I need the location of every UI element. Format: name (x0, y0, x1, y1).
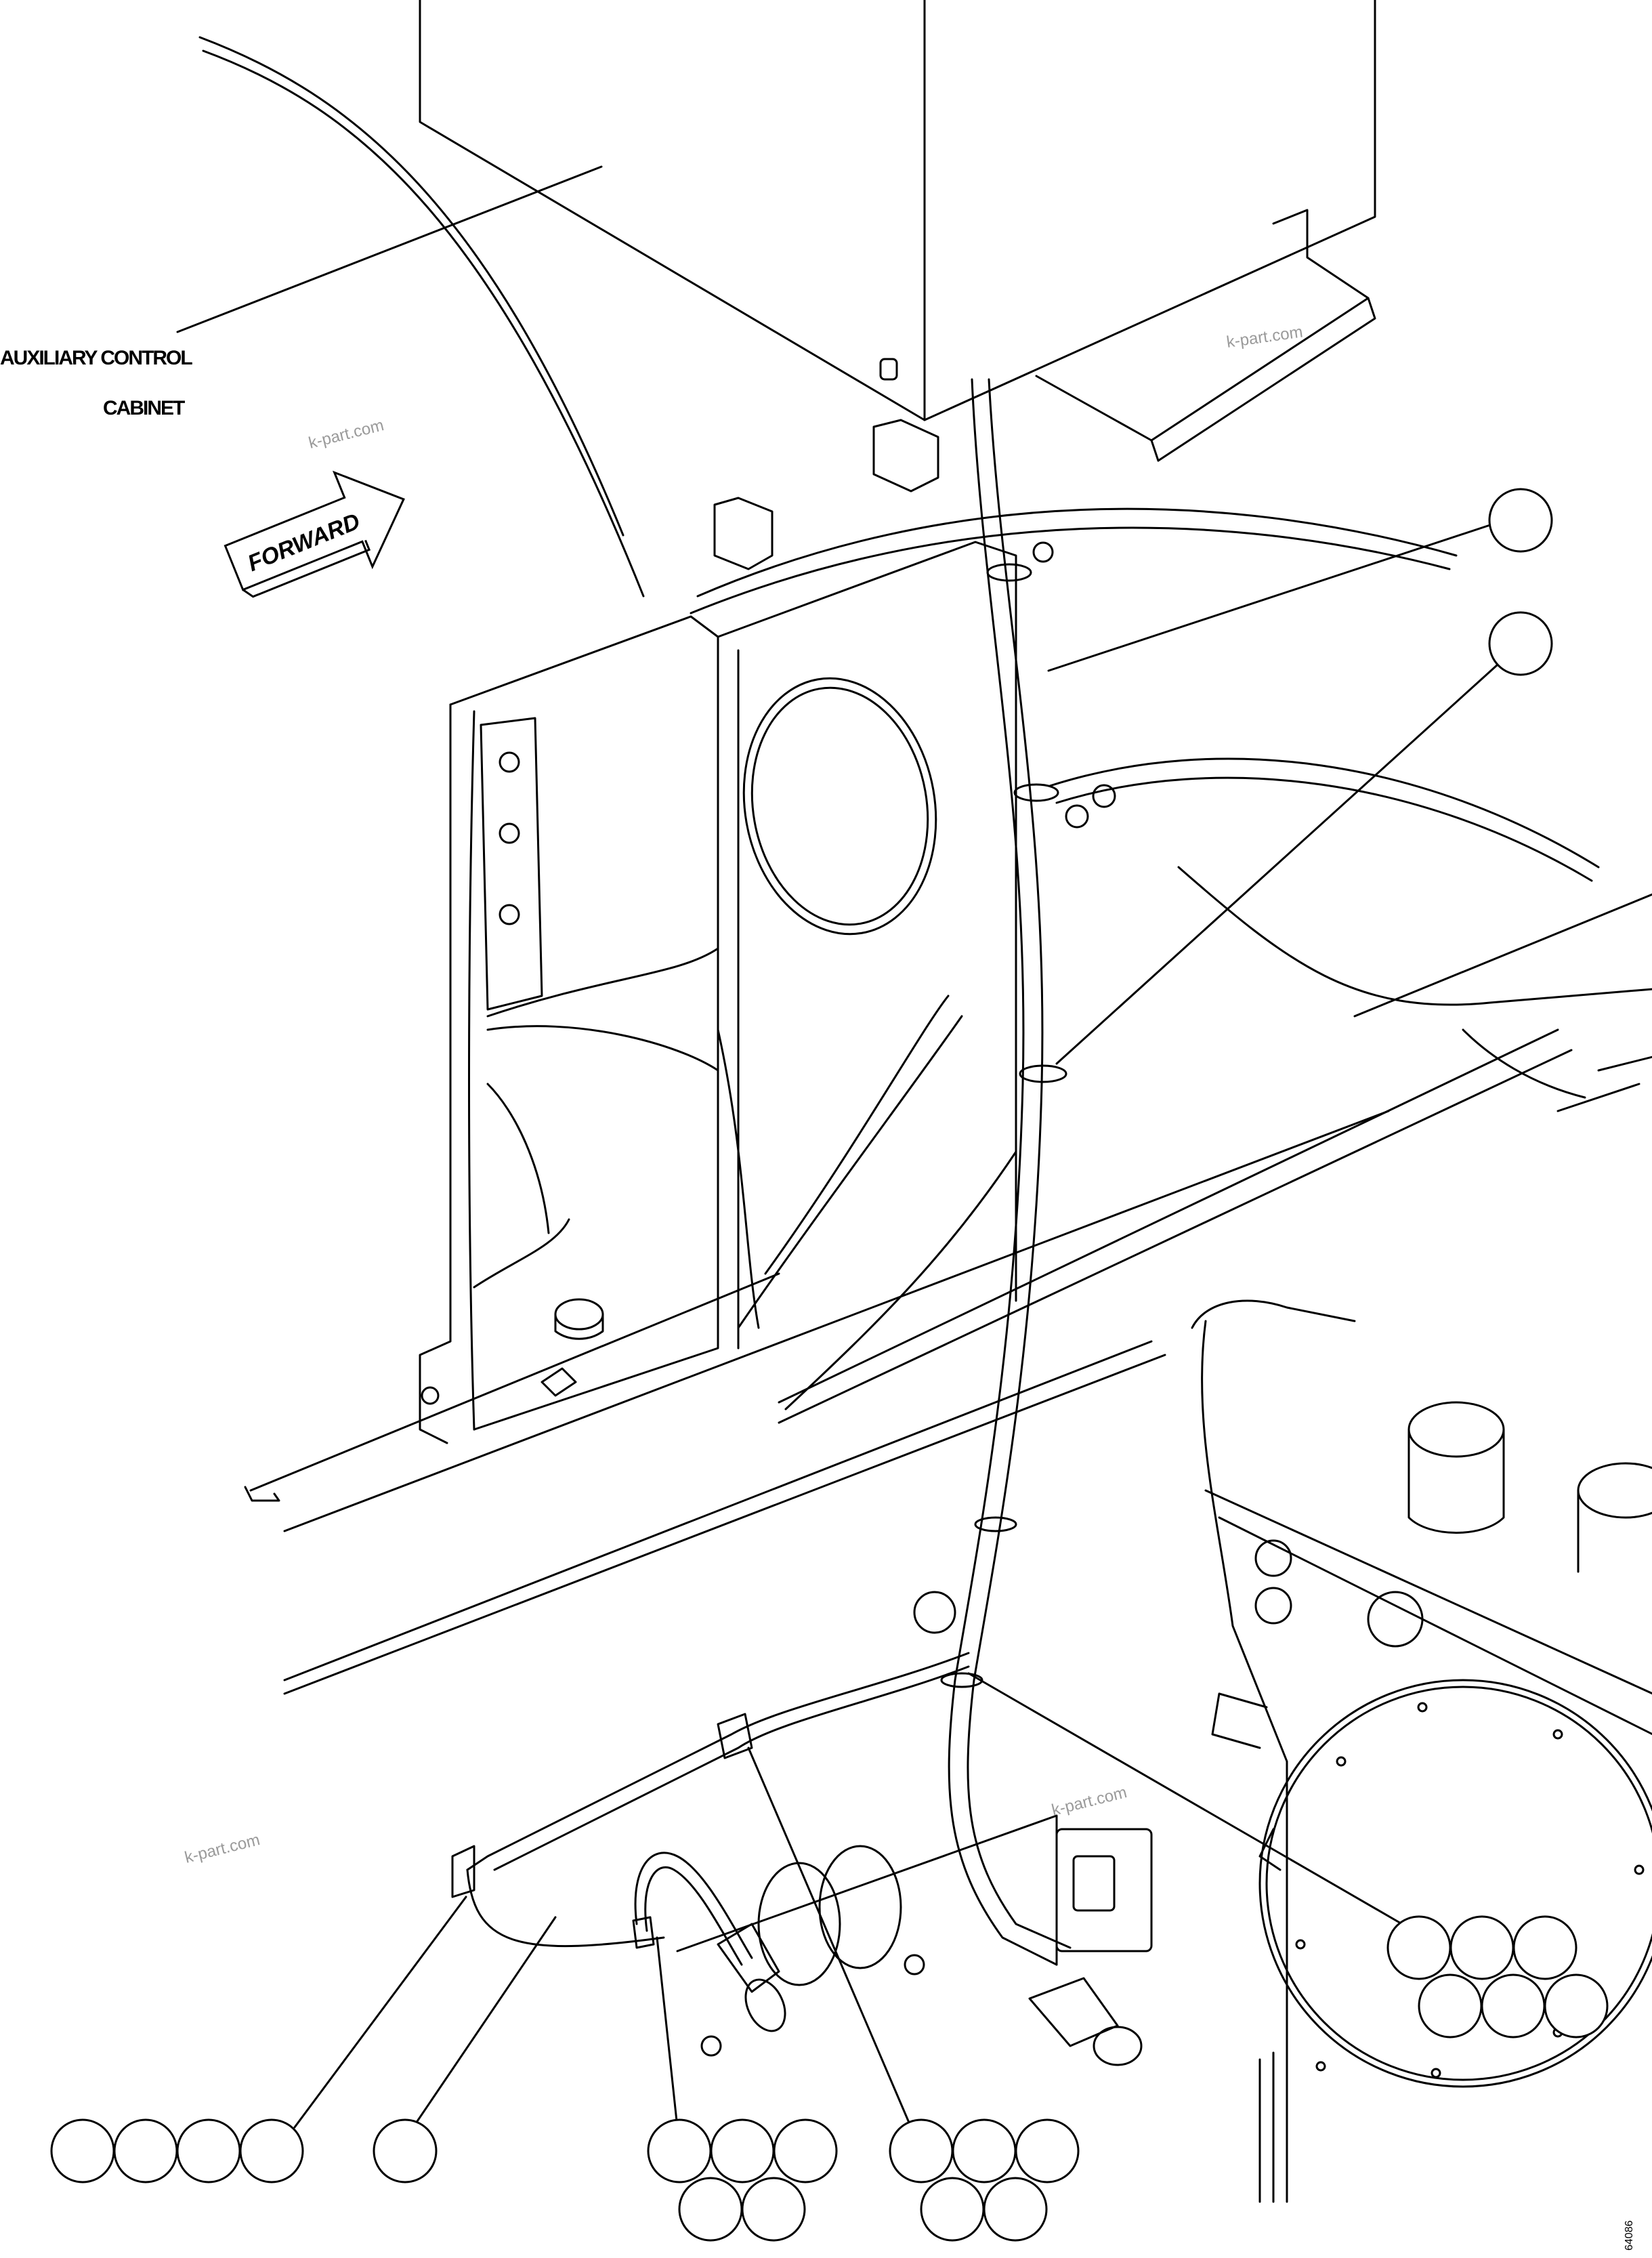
lower-plate (676, 1814, 1275, 2203)
callout-bottom-single (373, 2118, 438, 2183)
callout-bottom-left (50, 2118, 304, 2183)
watermark: k-part.com (183, 1831, 262, 1867)
cabinet-leader-line (176, 165, 603, 333)
machine-frame (419, 541, 1573, 1444)
top-rails (198, 36, 1600, 882)
callout-right-middle (1488, 611, 1553, 676)
cabinet-label-line1: AUXILIARY CONTROL (0, 347, 192, 369)
callout-right-upper (1488, 488, 1553, 553)
callout-right-lower (1386, 1915, 1609, 2039)
lower-rail (244, 1110, 1390, 1695)
cabinet-label-line2: CABINET (103, 397, 185, 419)
harness-clamps (451, 541, 1116, 2032)
callout-bottom-center (647, 2118, 838, 2242)
watermark: k-part.com (307, 416, 386, 453)
callout-leaders (293, 524, 1498, 2129)
auxiliary-control-cabinet (419, 0, 1376, 570)
forward-arrow-icon: FORWARD (224, 470, 405, 598)
watermark: k-part.com (1050, 1783, 1129, 1820)
engine-assembly (1177, 866, 1652, 2203)
figure-number: 64086 (1624, 2220, 1635, 2251)
callout-bottom-right (889, 2118, 1080, 2242)
